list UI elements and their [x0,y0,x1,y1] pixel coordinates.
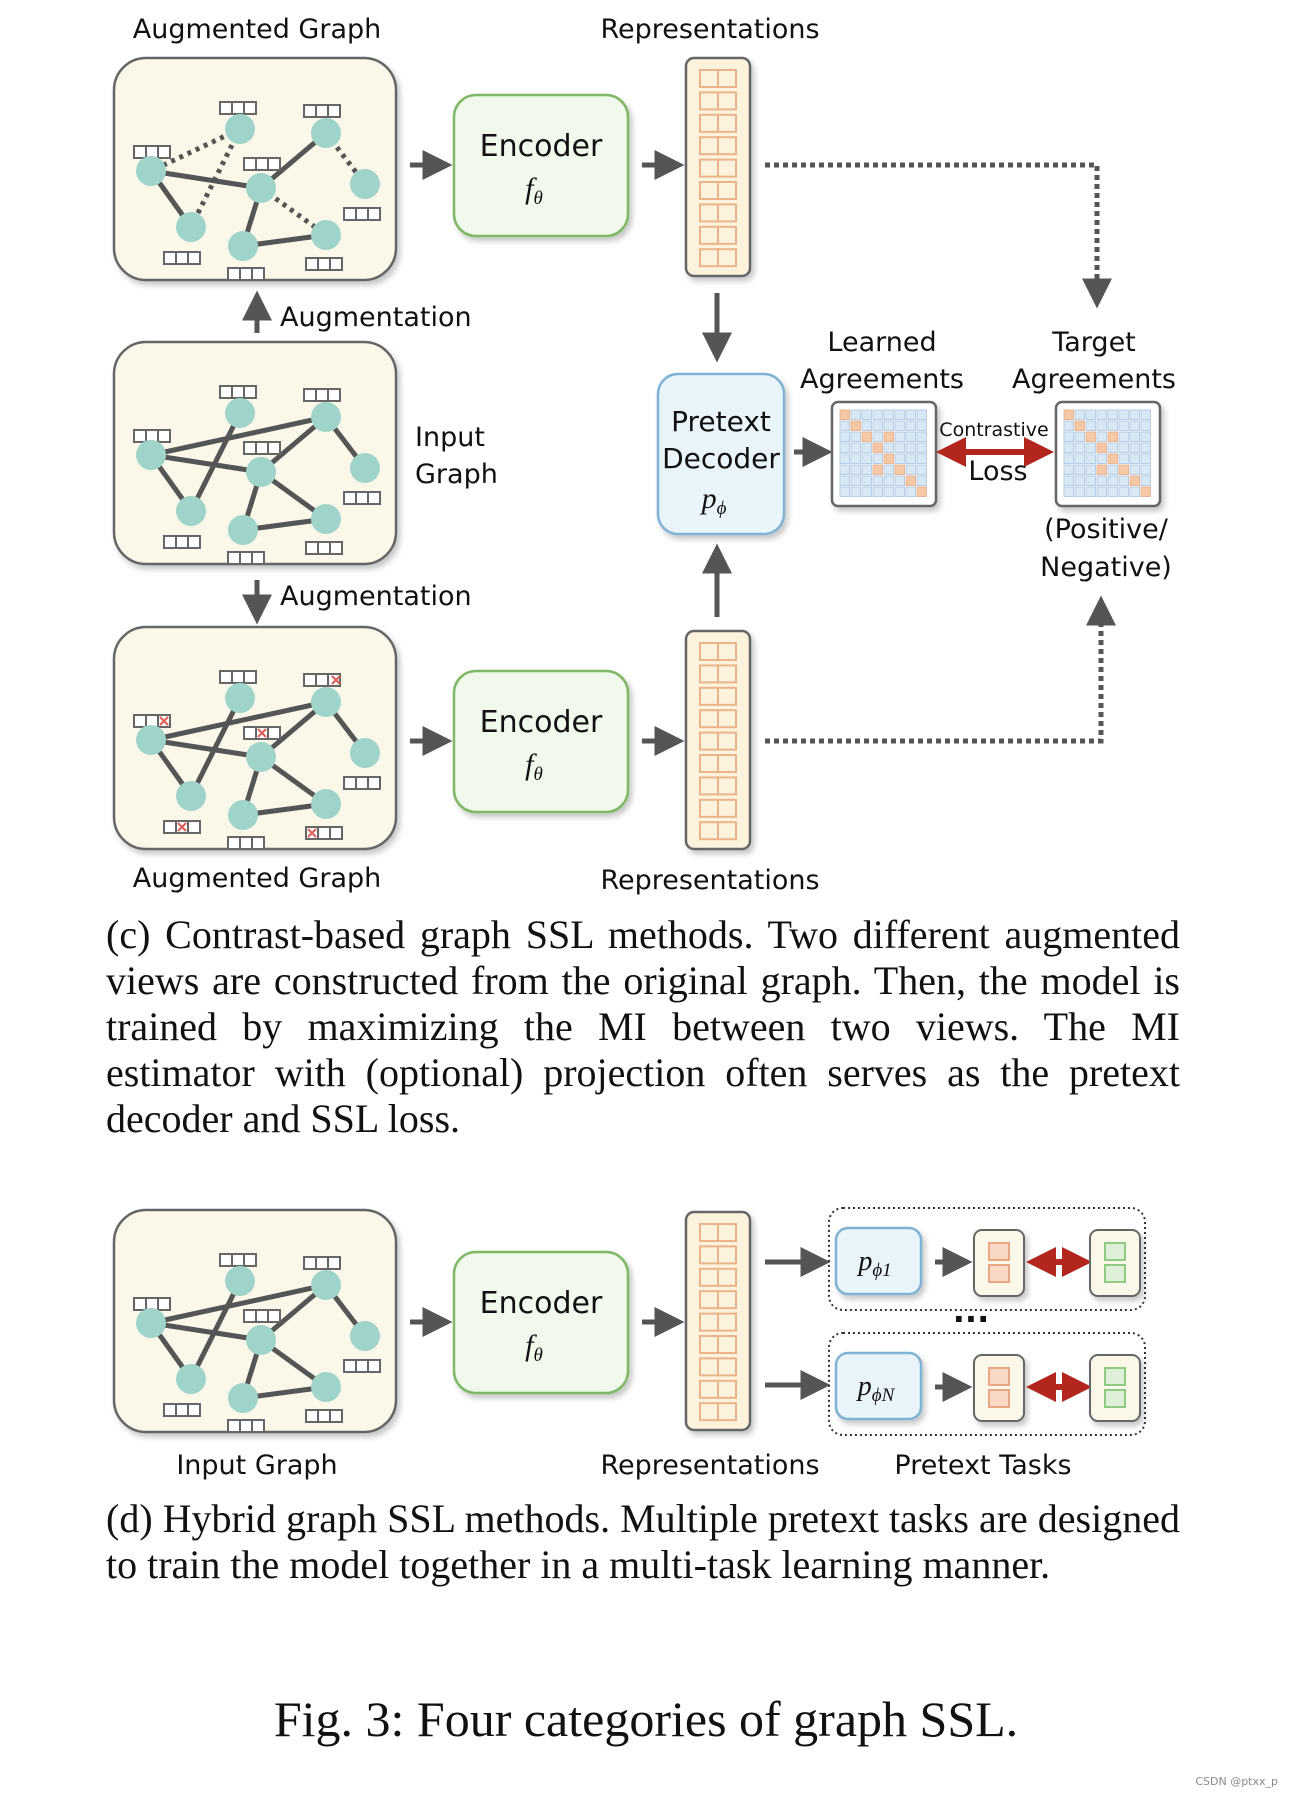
encoder-bottom: Encoder fθ [452,669,630,814]
label-representations-d: Representations [600,1450,819,1481]
taskn-target-block [1089,1354,1141,1422]
svg-text:pϕ: pϕ [700,482,727,519]
label-pos-neg-line1: (Positive/ [1044,514,1169,545]
caption-c: (c) Contrast-based graph SSL methods. Tw… [106,912,1180,1141]
pretext-decoder: Pretext Decoder pϕ [656,372,786,536]
decoder-line2: Decoder [662,442,780,475]
label-augmented-graph-bottom: Augmented Graph [133,863,381,894]
figure-title: Fig. 3: Four categories of graph SSL. [273,1691,1019,1747]
input-graph-middle [112,340,398,566]
label-input-graph-line2: Graph [415,459,498,490]
label-augmentation-down: Augmentation [280,581,472,612]
encoder-top-subscript: θ [534,188,543,209]
input-graph-panel-d [112,1208,398,1434]
task1-pred-block [973,1229,1025,1297]
taskn-symbol: p [856,1371,872,1402]
label-target-line1: Target [1051,327,1136,358]
svg-text:pϕN: pϕN [856,1371,896,1406]
representations-panel-d [684,1210,752,1432]
representations-bottom [684,629,752,851]
label-loss: Loss [968,456,1027,487]
label-pretext-tasks: Pretext Tasks [894,1450,1071,1481]
task1-target-block [1089,1229,1141,1297]
encoder-d-title: Encoder [480,1286,603,1321]
decoder-line1: Pretext [671,405,771,438]
pretext-task-1: pϕ1 [828,1207,1146,1311]
dotted-arrow-to-target-bottom [765,595,1116,744]
encoder-top: Encoder fθ [452,93,630,238]
label-contrastive: Contrastive [939,419,1048,441]
encoder-top-title: Encoder [480,129,603,164]
label-input-graph-line1: Input [415,422,485,453]
augmented-graph-top [112,56,398,282]
decoder-subscript: ϕ [717,498,727,519]
label-representations-top: Representations [600,14,819,45]
representations-top [684,56,752,278]
augmented-graph-bottom [112,625,398,851]
caption-d: (d) Hybrid graph SSL methods. Multiple p… [106,1496,1180,1587]
encoder-panel-d: Encoder fθ [452,1250,630,1395]
encoder-bottom-subscript: θ [534,764,543,785]
label-representations-bottom: Representations [600,865,819,896]
label-input-graph-d: Input Graph [176,1450,337,1481]
label-pos-neg-line2: Negative) [1040,552,1172,583]
svg-text:pϕ1: pϕ1 [856,1246,891,1281]
ellipsis-tasks: ... [953,1292,989,1330]
encoder-bottom-title: Encoder [480,705,603,740]
label-learned-line2: Agreements [800,364,964,395]
task1-symbol: p [856,1246,872,1277]
label-learned-line1: Learned [827,327,936,358]
dotted-arrow-to-target-top [765,162,1112,309]
watermark: CSDN @ptxx_p [1195,1775,1278,1788]
label-target-line2: Agreements [1012,364,1176,395]
task1-subscript: ϕ1 [872,1260,891,1281]
encoder-d-subscript: θ [534,1345,543,1366]
label-augmented-graph-top: Augmented Graph [133,14,381,45]
taskn-subscript: ϕN [872,1385,896,1406]
learned-agreements-matrix [830,400,938,508]
label-augmentation-up: Augmentation [280,302,472,333]
taskn-pred-block [973,1354,1025,1422]
pretext-task-n: pϕN [828,1332,1146,1436]
target-agreements-matrix [1054,400,1162,508]
decoder-symbol: p [700,482,717,515]
